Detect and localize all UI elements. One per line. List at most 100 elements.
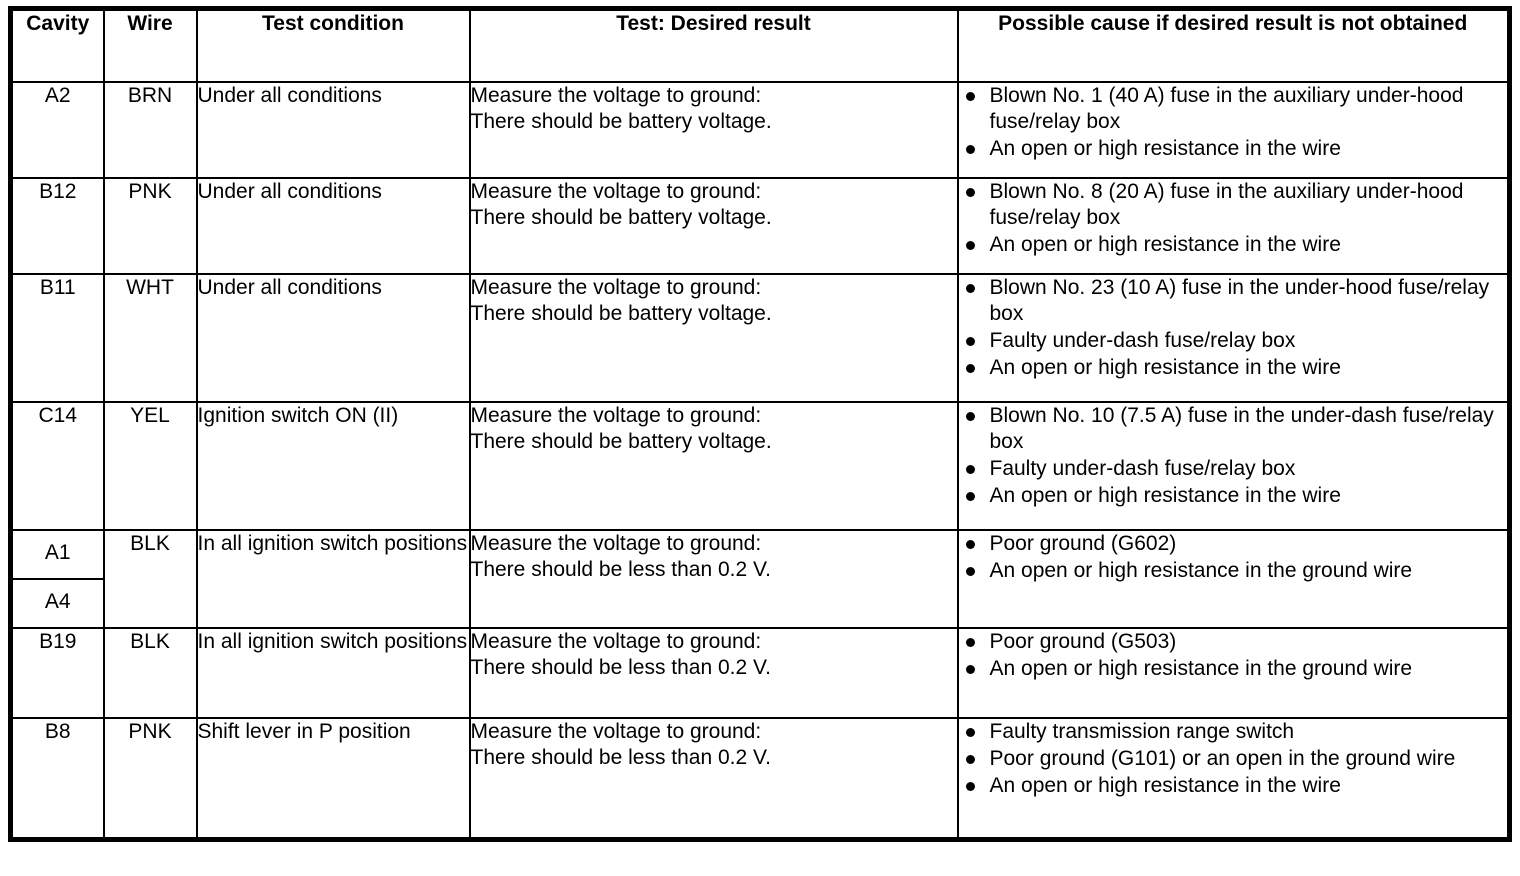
cell-test-condition: Shift lever in P position	[195, 717, 471, 841]
cell-cavity-bottom: A4	[44, 590, 71, 613]
table-row: B12 PNK Under all conditions Measure the…	[9, 177, 1511, 275]
cause-item: Blown No. 10 (7.5 A) fuse in the under-d…	[959, 403, 1508, 455]
bullet-icon	[965, 241, 975, 250]
bullet-icon	[965, 665, 975, 674]
cell-cavity: B19	[9, 627, 105, 719]
table-row: B8 PNK Shift lever in P position Measure…	[9, 717, 1511, 841]
cause-list: Blown No. 23 (10 A) fuse in the under-ho…	[959, 275, 1508, 381]
column-header-wire: Wire	[102, 7, 198, 83]
table-header-row: Cavity Wire Test condition Test: Desired…	[9, 7, 1511, 83]
cause-text: An open or high resistance in the wire	[989, 137, 1341, 160]
test-line-1: Measure the voltage to ground:	[470, 630, 762, 653]
cell-possible-cause: Blown No. 8 (20 A) fuse in the auxiliary…	[956, 177, 1511, 275]
bullet-icon	[965, 145, 975, 154]
cause-text: An open or high resistance in the wire	[989, 484, 1341, 507]
bullet-icon	[965, 465, 975, 474]
table-row: B19 BLK In all ignition switch positions…	[9, 627, 1511, 719]
cause-text: An open or high resistance in the ground…	[989, 559, 1413, 582]
table-row: C14 YEL Ignition switch ON (II) Measure …	[9, 401, 1511, 531]
cause-text: An open or high resistance in the wire	[989, 233, 1341, 256]
cause-text: An open or high resistance in the wire	[989, 356, 1341, 379]
bullet-icon	[965, 412, 975, 421]
table-row: A1 A4 BLK In all ignition switch positio…	[9, 529, 1511, 629]
cell-cavity: A2	[9, 81, 105, 179]
circuit-test-table: Cavity Wire Test condition Test: Desired…	[8, 6, 1512, 842]
cause-item: An open or high resistance in the wire	[959, 355, 1508, 381]
cell-test-desired-result: Measure the voltage to ground: There sho…	[468, 717, 959, 841]
bullet-icon	[965, 755, 975, 764]
test-line-2: There should be battery voltage.	[470, 302, 772, 325]
cell-test-desired-result: Measure the voltage to ground: There sho…	[468, 529, 959, 629]
cause-list: Blown No. 10 (7.5 A) fuse in the under-d…	[959, 403, 1508, 509]
cell-test-desired-result: Measure the voltage to ground: There sho…	[468, 81, 959, 179]
cell-cavity-split: A1 A4	[9, 529, 105, 629]
cause-item: An open or high resistance in the wire	[959, 232, 1508, 258]
test-line-2: There should be less than 0.2 V.	[470, 558, 771, 581]
cell-wire: PNK	[102, 177, 198, 275]
bullet-icon	[965, 728, 975, 737]
cell-possible-cause: Blown No. 23 (10 A) fuse in the under-ho…	[956, 273, 1511, 403]
bullet-icon	[965, 364, 975, 373]
cause-item: Poor ground (G503)	[959, 629, 1508, 655]
bullet-icon	[965, 567, 975, 576]
cell-possible-cause: Poor ground (G503) An open or high resis…	[956, 627, 1511, 719]
bullet-icon	[965, 284, 975, 293]
cause-text: Blown No. 1 (40 A) fuse in the auxiliary…	[989, 84, 1464, 133]
cause-item: Poor ground (G602)	[959, 531, 1508, 557]
cell-test-desired-result: Measure the voltage to ground: There sho…	[468, 177, 959, 275]
cell-test-desired-result: Measure the voltage to ground: There sho…	[468, 627, 959, 719]
cause-list: Faulty transmission range switch Poor gr…	[959, 719, 1508, 799]
bullet-icon	[965, 92, 975, 101]
cell-wire: BLK	[102, 529, 198, 629]
cell-wire: PNK	[102, 717, 198, 841]
cell-wire: BRN	[102, 81, 198, 179]
test-line-1: Measure the voltage to ground:	[470, 180, 762, 203]
bullet-icon	[965, 188, 975, 197]
cell-possible-cause: Blown No. 10 (7.5 A) fuse in the under-d…	[956, 401, 1511, 531]
cell-possible-cause: Faulty transmission range switch Poor gr…	[956, 717, 1511, 841]
bullet-icon	[965, 492, 975, 501]
cause-item: Poor ground (G101) or an open in the gro…	[959, 746, 1508, 772]
cell-test-condition: In all ignition switch positions	[195, 529, 471, 629]
cause-text: Faulty under-dash fuse/relay box	[989, 457, 1296, 480]
cell-test-condition: Under all conditions	[195, 273, 471, 403]
cause-list: Blown No. 8 (20 A) fuse in the auxiliary…	[959, 179, 1508, 258]
cause-item: An open or high resistance in the wire	[959, 136, 1508, 162]
cell-cavity: B12	[9, 177, 105, 275]
cause-list: Poor ground (G602) An open or high resis…	[959, 531, 1508, 584]
cause-item: An open or high resistance in the ground…	[959, 656, 1508, 682]
cell-possible-cause: Blown No. 1 (40 A) fuse in the auxiliary…	[956, 81, 1511, 179]
cell-test-desired-result: Measure the voltage to ground: There sho…	[468, 273, 959, 403]
test-line-1: Measure the voltage to ground:	[470, 84, 762, 107]
cause-list: Blown No. 1 (40 A) fuse in the auxiliary…	[959, 83, 1508, 162]
cell-cavity: B8	[9, 717, 105, 841]
test-line-2: There should be less than 0.2 V.	[470, 746, 771, 769]
cause-item: Blown No. 8 (20 A) fuse in the auxiliary…	[959, 179, 1508, 231]
column-header-test-condition: Test condition	[195, 7, 471, 83]
cause-item: An open or high resistance in the ground…	[959, 558, 1508, 584]
test-line-1: Measure the voltage to ground:	[470, 276, 762, 299]
cause-text: Blown No. 10 (7.5 A) fuse in the under-d…	[989, 404, 1494, 453]
cause-text: Poor ground (G101) or an open in the gro…	[989, 747, 1456, 770]
cell-wire: BLK	[102, 627, 198, 719]
table-row: B11 WHT Under all conditions Measure the…	[9, 273, 1511, 403]
cause-text: An open or high resistance in the wire	[989, 774, 1341, 797]
bullet-icon	[965, 638, 975, 647]
cell-wire: WHT	[102, 273, 198, 403]
cause-text: Poor ground (G602)	[989, 532, 1177, 555]
cause-text: Blown No. 8 (20 A) fuse in the auxiliary…	[989, 180, 1464, 229]
cell-cavity: C14	[9, 401, 105, 531]
cell-test-desired-result: Measure the voltage to ground: There sho…	[468, 401, 959, 531]
column-header-test-desired-result: Test: Desired result	[468, 7, 959, 83]
cell-cavity-top: A1	[13, 531, 103, 580]
test-line-1: Measure the voltage to ground:	[470, 532, 762, 555]
bullet-icon	[965, 782, 975, 791]
table-row: A2 BRN Under all conditions Measure the …	[9, 81, 1511, 179]
table-header: Cavity Wire Test condition Test: Desired…	[9, 7, 1511, 83]
cell-test-condition: Ignition switch ON (II)	[195, 401, 471, 531]
cause-text: Faulty transmission range switch	[989, 720, 1295, 743]
cell-test-condition: Under all conditions	[195, 81, 471, 179]
table-body: A2 BRN Under all conditions Measure the …	[9, 81, 1511, 841]
cause-item: An open or high resistance in the wire	[959, 483, 1508, 509]
